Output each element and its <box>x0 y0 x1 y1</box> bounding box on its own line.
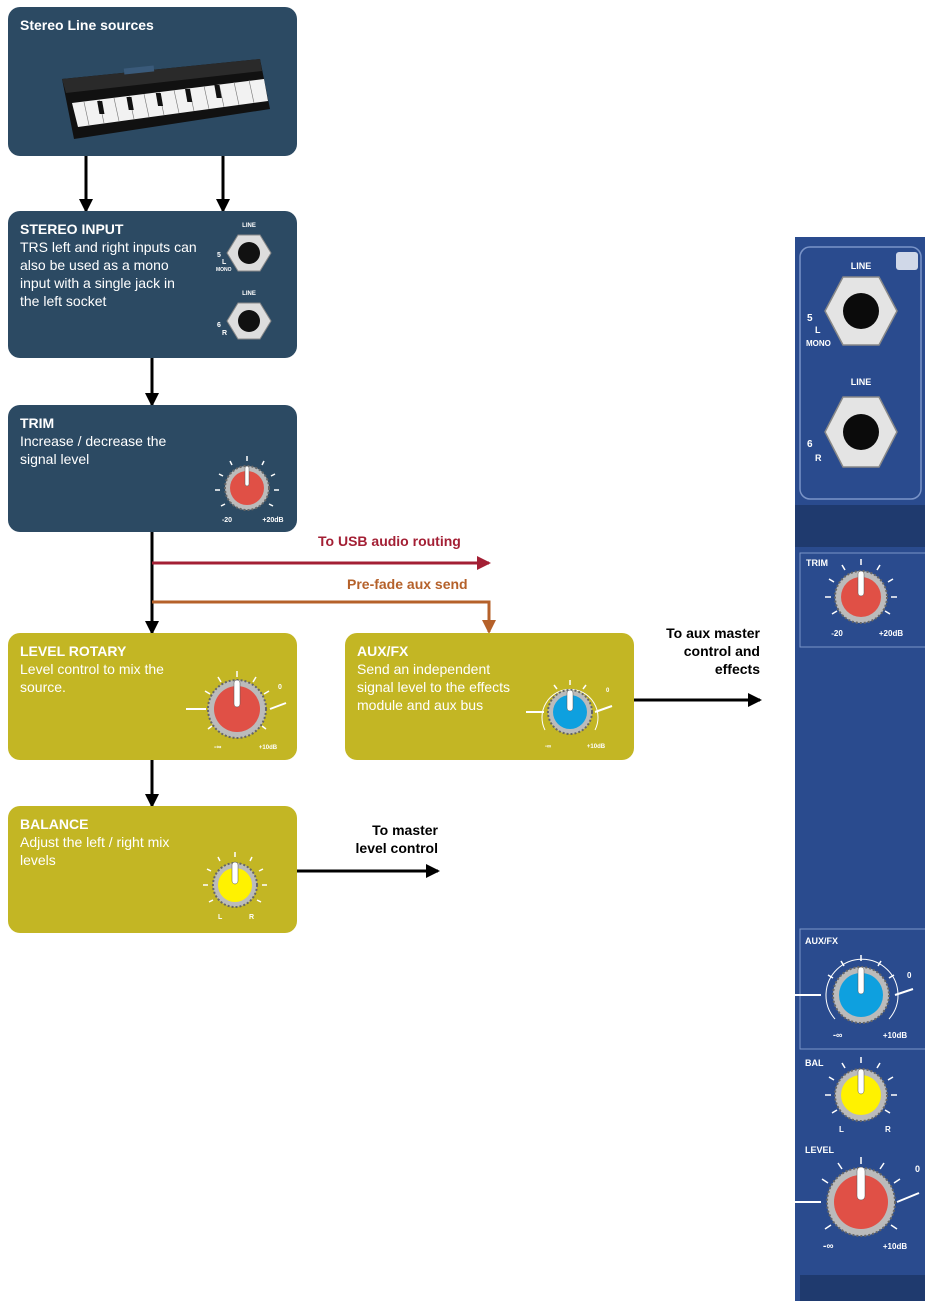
strip-aux-zero: 0 <box>907 971 912 980</box>
strip-jack-5-left: L <box>815 325 821 335</box>
balance-knob: L R <box>203 852 267 921</box>
aux-plus10-label: +10dB <box>587 744 606 750</box>
aux-fx-title: AUX/FX <box>357 643 409 659</box>
sources-title: Stereo Line sources <box>20 17 154 33</box>
balance-l-label: L <box>218 914 223 921</box>
jack-5-mono: MONO <box>216 267 232 273</box>
strip-aux-label: AUX/FX <box>805 936 838 946</box>
level-plus10-label: +10dB <box>259 745 278 751</box>
strip-trim-max: +20dB <box>879 629 903 638</box>
strip-level-plus10: +10dB <box>883 1242 907 1251</box>
aux-fx-desc: Send an independent signal level to the … <box>357 661 511 713</box>
arrow-prefade <box>152 600 496 634</box>
aux-master-label-line3: effects <box>714 661 760 677</box>
trim-desc: Increase / decrease the signal level <box>20 433 167 467</box>
stereo-line-sources-box: Stereo Line sources <box>8 7 297 156</box>
strip-level-label: LEVEL <box>805 1145 835 1155</box>
trim-max-label: +20dB <box>262 517 283 524</box>
strip-jack-6-number: 6 <box>807 439 813 450</box>
stereo-input-jacks: LINE 5 L MONO LINE 6 R <box>216 223 272 340</box>
keyboard-image <box>62 59 270 139</box>
strip-trim-min: -20 <box>831 629 843 638</box>
aux-zero-label: 0 <box>606 688 610 694</box>
trim-title: TRIM <box>20 415 55 431</box>
trim-min-label: -20 <box>222 517 232 524</box>
level-rotary-title: LEVEL ROTARY <box>20 643 127 659</box>
trim-knob: -20 +20dB <box>215 456 284 524</box>
balance-r-label: R <box>249 914 254 921</box>
strip-level-inf: -∞ <box>823 1241 833 1252</box>
stereo-input-title: STEREO INPUT <box>20 221 124 237</box>
strip-jack-5-number: 5 <box>807 313 813 324</box>
strip-jack-6-right: R <box>815 453 822 463</box>
strip-bal-label: BAL <box>805 1058 824 1068</box>
jack-6-right: R <box>222 330 227 337</box>
strip-aux-plus10: +10dB <box>883 1031 907 1040</box>
jack-line-label-2: LINE <box>242 291 256 297</box>
strip-line-label-1: LINE <box>851 261 872 271</box>
mixer-channel-strip: LINE 5 L MONO LINE 6 R TRIM -20 +20dB AU… <box>795 237 925 1301</box>
strip-line-label-2: LINE <box>851 377 872 387</box>
stereo-input-desc: TRS left and right inputs can also be us… <box>20 239 197 309</box>
level-zero-label: 0 <box>278 684 282 691</box>
level-rotary-desc: Level control to mix the source. <box>20 661 164 695</box>
strip-bal-l: L <box>839 1125 844 1134</box>
master-level-label: To master level control <box>318 821 438 857</box>
strip-jack-5-mono: MONO <box>806 339 831 348</box>
usb-routing-label: To USB audio routing <box>318 533 461 549</box>
strip-level-zero: 0 <box>915 1164 920 1174</box>
balance-desc: Adjust the left / right mix levels <box>20 834 170 868</box>
jack-5-left: L <box>222 259 227 266</box>
aux-master-label-line1: To aux master <box>666 625 760 641</box>
level-rotary-knob: 0 -∞ +10dB <box>186 671 287 751</box>
jack-line-label-1: LINE <box>242 223 256 229</box>
jack-6-number: 6 <box>217 322 221 329</box>
prefade-aux-label: Pre-fade aux send <box>347 576 468 592</box>
master-level-label-line1: To master <box>372 822 438 838</box>
balance-title: BALANCE <box>20 816 89 832</box>
strip-aux-inf: -∞ <box>833 1030 843 1040</box>
aux-master-label-line2: control and <box>683 643 760 659</box>
channel-strip-graphic: LINE 5 L MONO LINE 6 R TRIM -20 +20dB AU… <box>795 246 925 1301</box>
jack-5-number: 5 <box>217 252 221 259</box>
strip-bal-r: R <box>885 1125 891 1134</box>
master-level-label-line2: level control <box>355 840 438 856</box>
aux-fx-knob: 0 -∞ +10dB <box>526 680 613 750</box>
aux-inf-label: -∞ <box>545 744 551 750</box>
strip-trim-label: TRIM <box>806 558 828 568</box>
level-inf-label: -∞ <box>214 744 221 751</box>
aux-master-label: To aux master control and effects <box>640 624 760 678</box>
